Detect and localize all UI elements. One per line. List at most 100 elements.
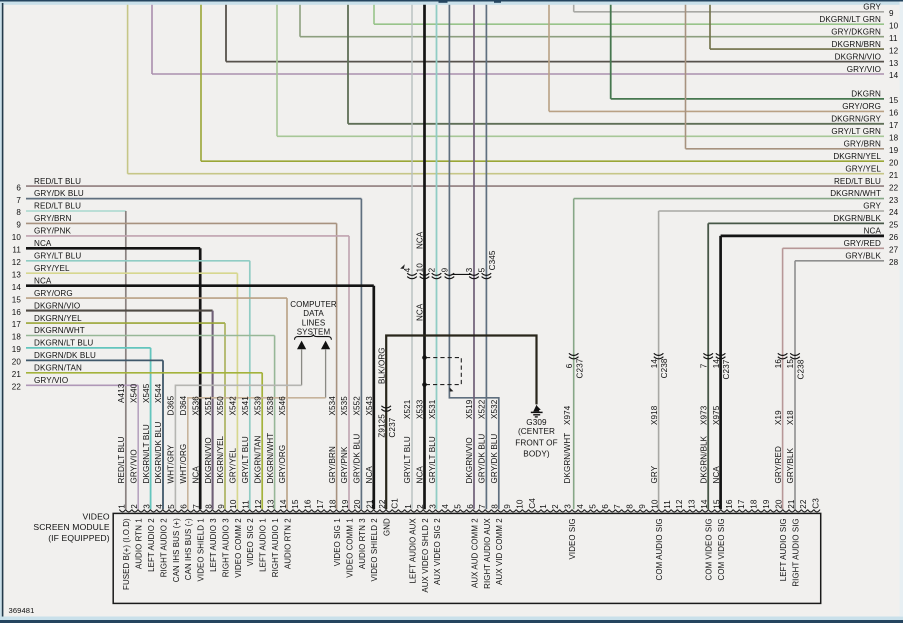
svg-text:25: 25 [889, 221, 899, 230]
svg-text:VIDEO SIG 1: VIDEO SIG 1 [333, 518, 342, 566]
svg-text:DATA: DATA [303, 309, 324, 318]
svg-text:DKGRN/LT BLU: DKGRN/LT BLU [34, 339, 93, 348]
svg-text:15: 15 [889, 96, 899, 105]
svg-text:X540: X540 [129, 383, 138, 403]
svg-text:16: 16 [725, 499, 734, 509]
svg-text:5: 5 [453, 504, 462, 509]
svg-text:NCA: NCA [34, 239, 52, 248]
svg-text:RIGHT AUDIO 2: RIGHT AUDIO 2 [159, 518, 168, 577]
svg-text:21: 21 [366, 499, 375, 509]
svg-text:Z912: Z912 [377, 418, 386, 437]
svg-text:GRY/BRN: GRY/BRN [34, 214, 71, 223]
svg-text:26: 26 [889, 233, 899, 242]
svg-text:RED/LT BLU: RED/LT BLU [34, 202, 81, 211]
svg-text:7: 7 [192, 504, 201, 509]
svg-text:8: 8 [16, 208, 21, 217]
svg-text:11: 11 [663, 500, 672, 509]
svg-text:GRY/DK BLU: GRY/DK BLU [353, 434, 362, 484]
svg-text:C4: C4 [528, 498, 537, 509]
svg-text:GRY/BLK: GRY/BLK [845, 252, 881, 261]
svg-text:GRY/VIO: GRY/VIO [847, 65, 881, 74]
svg-text:DKGRN/WHT: DKGRN/WHT [266, 433, 275, 484]
svg-text:2: 2 [428, 267, 437, 272]
svg-text:C3: C3 [812, 498, 821, 509]
svg-text:14: 14 [889, 71, 899, 80]
svg-text:X545: X545 [142, 383, 151, 403]
svg-text:GRY/DKGRN: GRY/DKGRN [831, 27, 881, 36]
svg-text:VIDEO SHIELD 2: VIDEO SHIELD 2 [370, 518, 379, 581]
svg-text:VIDEO SIG: VIDEO SIG [568, 518, 577, 559]
svg-text:10: 10 [889, 21, 899, 30]
svg-text:16: 16 [774, 359, 783, 369]
svg-text:14: 14 [279, 499, 288, 509]
svg-text:X531: X531 [428, 399, 437, 419]
svg-text:GRY: GRY [650, 465, 659, 483]
svg-text:GRY/YEL: GRY/YEL [845, 164, 881, 173]
svg-text:SYSTEM: SYSTEM [297, 328, 331, 337]
svg-text:X519: X519 [465, 399, 474, 419]
svg-text:X19: X19 [774, 410, 783, 425]
svg-text:DKGRN/GRY: DKGRN/GRY [831, 115, 881, 124]
svg-text:4: 4 [576, 504, 585, 509]
svg-text:4: 4 [155, 504, 164, 509]
svg-text:18: 18 [750, 499, 759, 509]
svg-text:19: 19 [762, 499, 771, 509]
svg-text:X973: X973 [699, 405, 708, 425]
svg-text:GRY/BRN: GRY/BRN [328, 446, 337, 483]
svg-text:15: 15 [786, 359, 795, 369]
svg-text:18: 18 [12, 333, 22, 342]
svg-text:NCA: NCA [191, 466, 200, 484]
svg-text:D364: D364 [179, 395, 188, 415]
svg-text:GRY/PNK: GRY/PNK [34, 227, 71, 236]
svg-text:FRONT OF: FRONT OF [515, 438, 558, 447]
svg-text:8: 8 [626, 504, 635, 509]
svg-text:LEFT AUDIO 1: LEFT AUDIO 1 [259, 518, 268, 572]
svg-text:GRY/YEL: GRY/YEL [229, 447, 238, 483]
svg-text:3: 3 [429, 504, 438, 509]
svg-text:RIGHT AUDIO AUX: RIGHT AUDIO AUX [483, 518, 492, 589]
svg-text:X532: X532 [490, 399, 499, 419]
svg-text:GRY/LT GRN: GRY/LT GRN [831, 127, 881, 136]
svg-text:DKGRN/BLK: DKGRN/BLK [833, 214, 881, 223]
svg-text:13: 13 [889, 59, 899, 68]
svg-text:13: 13 [12, 270, 22, 279]
svg-text:X975: X975 [712, 405, 721, 425]
svg-text:BLK/ORG: BLK/ORG [377, 347, 386, 384]
svg-text:15: 15 [712, 499, 721, 509]
svg-text:5: 5 [167, 504, 176, 509]
svg-text:10: 10 [12, 233, 22, 242]
svg-text:DKGRN/WHT: DKGRN/WHT [830, 189, 881, 198]
svg-text:GRY/PNK: GRY/PNK [340, 446, 349, 483]
svg-text:RIGHT AUDIO SIG: RIGHT AUDIO SIG [791, 518, 800, 586]
svg-text:NCA: NCA [416, 466, 425, 484]
svg-text:DKGRN/YEL: DKGRN/YEL [833, 152, 881, 161]
svg-text:X546: X546 [278, 396, 287, 416]
svg-text:X539: X539 [253, 396, 262, 416]
svg-text:2: 2 [551, 504, 560, 509]
svg-text:VIDEO: VIDEO [82, 512, 109, 522]
svg-text:GRY/LT BLU: GRY/LT BLU [403, 436, 412, 483]
svg-text:COMPUTER: COMPUTER [290, 300, 337, 309]
svg-text:22: 22 [889, 183, 899, 192]
svg-text:GRY/RED: GRY/RED [844, 239, 881, 248]
svg-text:NCA: NCA [864, 227, 882, 236]
svg-text:DKGRN/YEL: DKGRN/YEL [34, 314, 82, 323]
svg-text:14: 14 [12, 283, 22, 292]
svg-text:14: 14 [712, 359, 721, 369]
svg-text:6: 6 [180, 504, 189, 509]
svg-text:GRY: GRY [863, 3, 881, 12]
svg-text:2: 2 [416, 504, 425, 509]
svg-text:GRY: GRY [863, 202, 881, 211]
svg-text:D365: D365 [167, 395, 176, 415]
svg-text:RED/LT BLU: RED/LT BLU [834, 177, 881, 186]
svg-text:X533: X533 [416, 399, 425, 419]
svg-text:13: 13 [688, 499, 697, 509]
svg-text:AUDIO RTN 1: AUDIO RTN 1 [135, 518, 144, 569]
svg-text:VIDEO SIG 2: VIDEO SIG 2 [246, 518, 255, 566]
svg-text:11: 11 [889, 34, 898, 43]
svg-text:DKGRN/TAN: DKGRN/TAN [34, 364, 82, 373]
svg-text:12: 12 [889, 46, 899, 55]
svg-text:NCA: NCA [416, 231, 425, 249]
svg-text:22: 22 [378, 499, 387, 509]
svg-text:18: 18 [328, 499, 337, 509]
